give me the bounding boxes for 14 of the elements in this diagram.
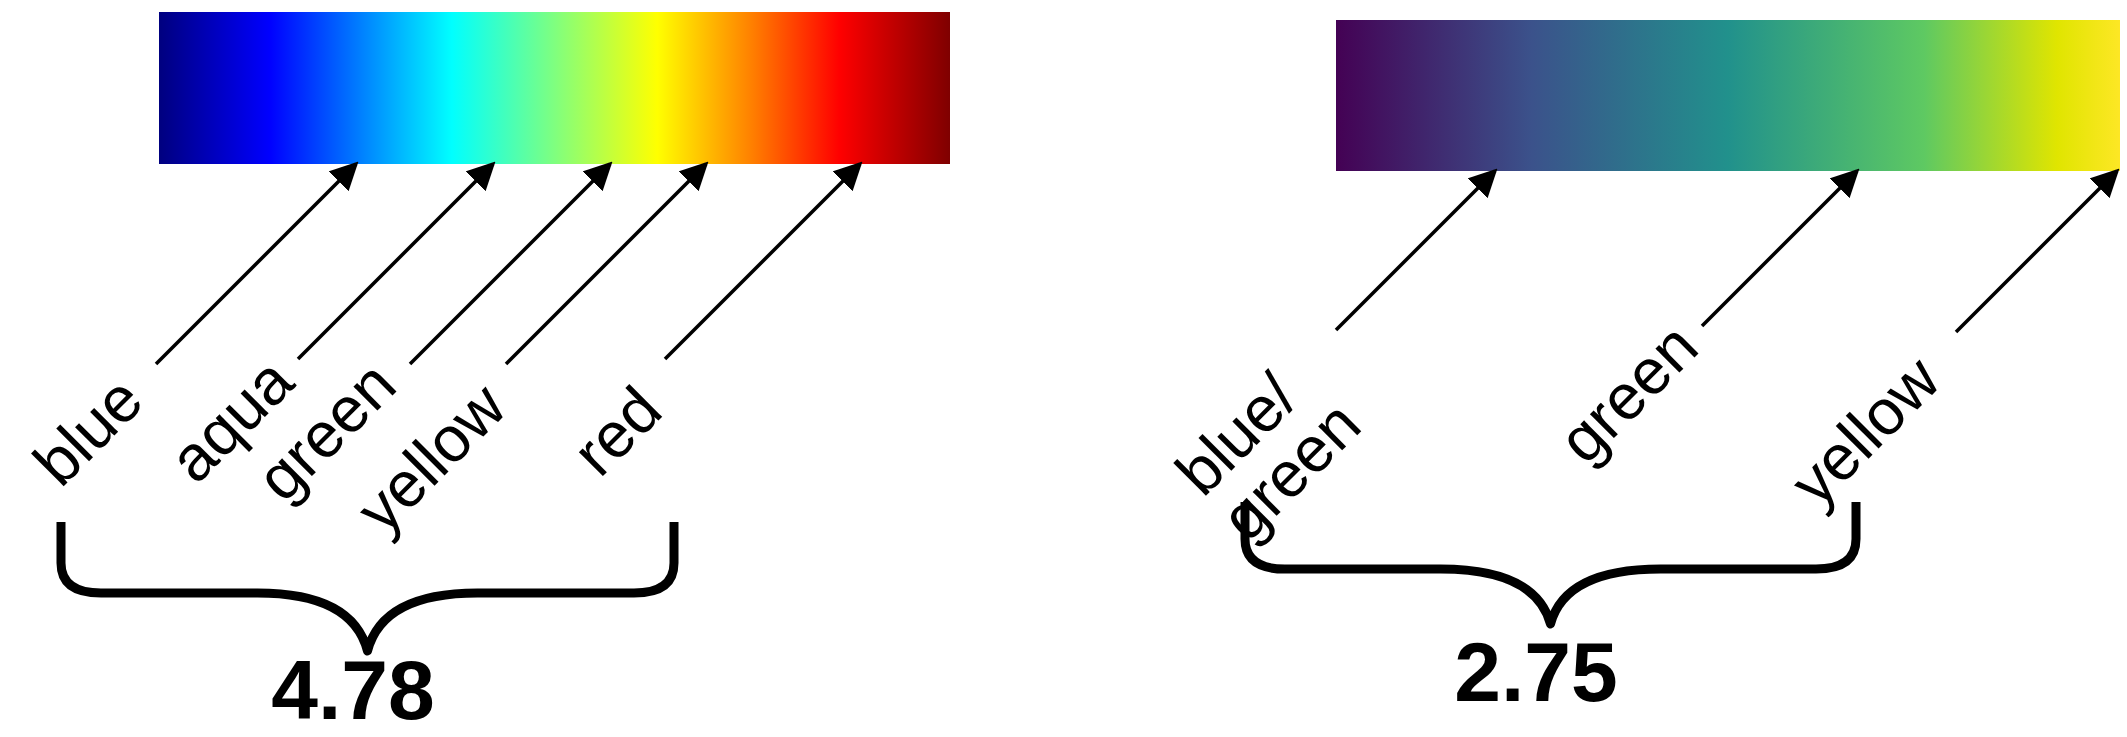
arrow xyxy=(154,161,359,366)
color-name: blue xyxy=(22,365,154,497)
arrow xyxy=(504,161,709,366)
arrow xyxy=(408,161,613,366)
arrow xyxy=(1334,168,1498,332)
colorbar xyxy=(1336,20,2120,171)
arrow xyxy=(1700,168,1860,328)
arrow xyxy=(663,161,863,361)
colorbar xyxy=(159,12,950,164)
arrow xyxy=(1954,168,2120,334)
arrow xyxy=(296,161,496,361)
value-label: 4.78 xyxy=(271,648,435,732)
value-label: 2.75 xyxy=(1454,630,1618,714)
color-name: red xyxy=(561,375,673,487)
